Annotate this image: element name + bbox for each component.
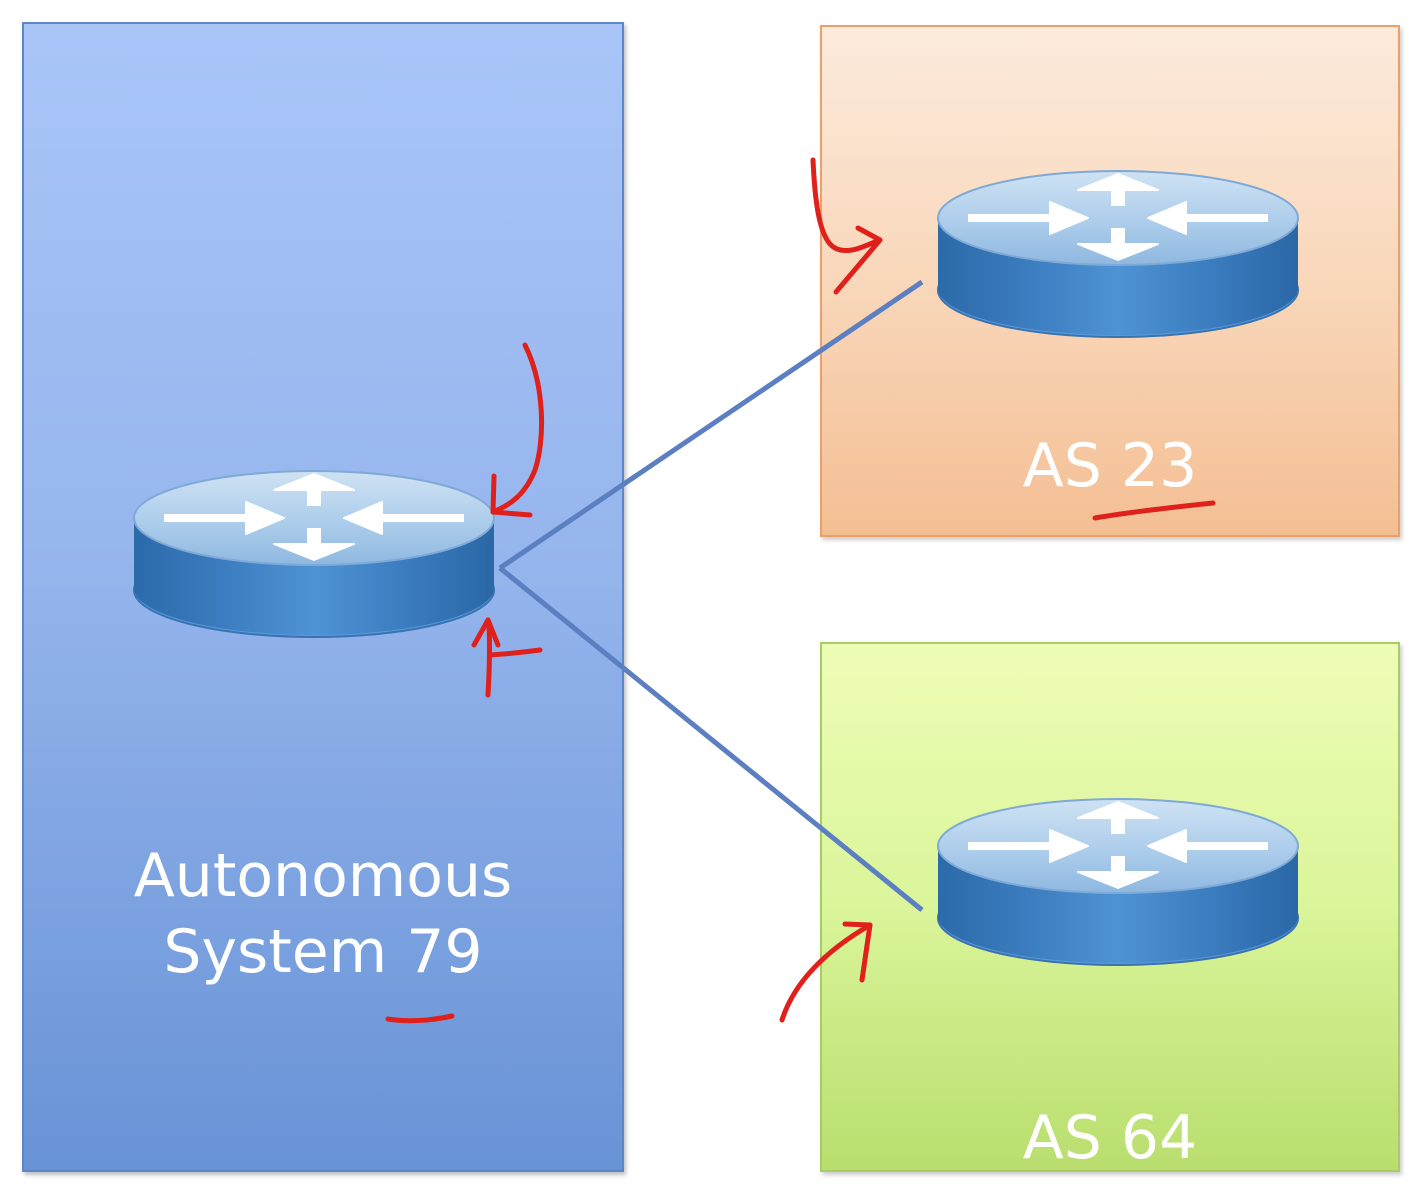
as79-label-line1: Autonomous bbox=[133, 841, 513, 911]
annotation-marks bbox=[385, 157, 1216, 1024]
as79-label-line2: System 79 bbox=[163, 917, 483, 987]
link-as79-as23 bbox=[498, 279, 924, 571]
as23-label: AS 23 bbox=[1022, 431, 1198, 501]
router-icon bbox=[937, 798, 1299, 966]
router-icon bbox=[133, 470, 495, 638]
as79-label: Autonomous System 79 bbox=[22, 840, 624, 988]
as64-label: AS 64 bbox=[1022, 1103, 1198, 1173]
link-as79-as64 bbox=[498, 566, 924, 912]
router-icon bbox=[937, 170, 1299, 338]
